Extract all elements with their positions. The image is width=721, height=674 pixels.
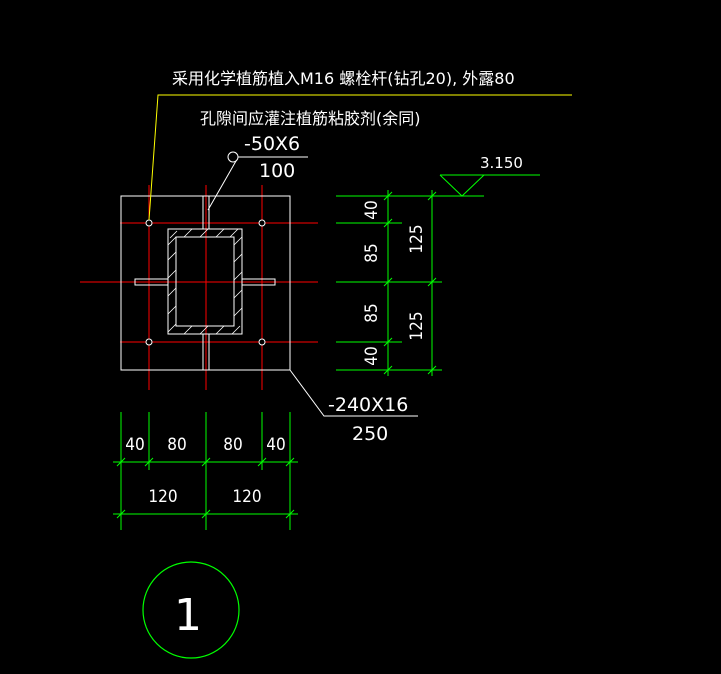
- bolt-top-left: [145, 219, 153, 227]
- bolt-top-right: [258, 219, 266, 227]
- base-plate-spec-label: -240X16: [328, 394, 408, 416]
- stiffener-leader: [207, 151, 308, 211]
- base-plate-leader: [289, 369, 418, 417]
- bolt-bottom-left: [145, 338, 153, 346]
- column-inner-outline: [175, 236, 235, 327]
- vdim-segment-3: 85: [362, 303, 382, 322]
- hdim-segment-1: 40: [125, 435, 144, 455]
- centerlines: [80, 185, 318, 390]
- hdim-total-1: 120: [148, 487, 177, 507]
- vdim-total-1: 125: [407, 224, 427, 253]
- vertical-dimension-lines: [336, 190, 442, 376]
- anchor-note-leader: [148, 94, 572, 221]
- vdim-total-2: 125: [407, 311, 427, 340]
- horizontal-dimension-texts: 40 80 80 40 120 120: [125, 435, 285, 507]
- hdim-segment-3: 80: [223, 435, 242, 455]
- vertical-dimension-texts: 40 85 85 40 125 125: [362, 200, 427, 365]
- stiffener-right: [241, 278, 276, 286]
- detail-number-circle: [142, 561, 240, 659]
- stiffener-spec-label: -50X6: [244, 133, 300, 155]
- vdim-segment-4: 40: [362, 346, 382, 365]
- detail-number: 1: [174, 590, 202, 641]
- base-plate-length-label: 250: [352, 423, 388, 445]
- vdim-segment-1: 40: [362, 200, 382, 219]
- bolt-bottom-right: [258, 338, 266, 346]
- column-wall-hatch: [167, 228, 243, 335]
- horizontal-dimension-lines: [113, 412, 298, 530]
- hdim-total-2: 120: [232, 487, 261, 507]
- stiffener-top: [202, 195, 210, 230]
- hdim-segment-4: 40: [266, 435, 285, 455]
- anchor-note-line2: 孔隙间应灌注植筋粘胶剂(余同): [200, 109, 421, 128]
- anchor-note-line1: 采用化学植筋植入M16 螺栓杆(钻孔20), 外露80: [172, 69, 515, 88]
- plan-outline: [120, 195, 291, 371]
- elevation-mark: [439, 174, 540, 197]
- stiffener-length-label: 100: [259, 160, 295, 182]
- hdim-segment-2: 80: [167, 435, 186, 455]
- elevation-value: 3.150: [480, 154, 523, 172]
- vdim-segment-2: 85: [362, 243, 382, 262]
- stiffener-left: [134, 278, 169, 286]
- stiffener-bottom: [202, 333, 210, 371]
